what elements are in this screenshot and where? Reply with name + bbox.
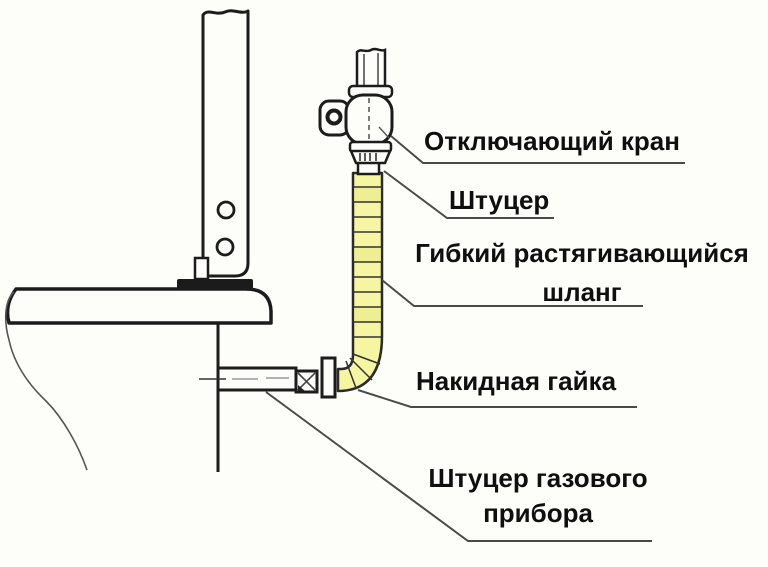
union-nut (320, 356, 337, 399)
appliance-torn-edge (4, 291, 88, 471)
label-appliance-fitting: Штуцер газового прибора (420, 461, 656, 531)
valve-handle-hole (325, 108, 343, 126)
label-fitting: Штуцер (449, 185, 550, 215)
label-appliance-fitting-line2: прибора (483, 498, 593, 528)
leader-union-nut (357, 389, 637, 408)
valve-body-shade (378, 126, 390, 139)
leader-hose (381, 279, 643, 307)
label-flexible-hose-line1: Гибкий растягивающийся (415, 238, 749, 268)
label-appliance-fitting-line1: Штуцер газового (428, 463, 648, 493)
bracket-hole-bottom (215, 237, 235, 257)
valve-top-pipe (355, 47, 387, 89)
mounting-bar (177, 279, 253, 289)
leader-fitting (383, 170, 554, 219)
valve-nut-hatch (359, 153, 377, 161)
appliance-top (5, 287, 273, 325)
bracket-foot (193, 256, 210, 281)
label-flexible-hose: Гибкий растягивающийся шланг (398, 234, 766, 312)
hose-corrugations (345, 186, 382, 389)
label-shutoff-valve: Отключающий кран (424, 126, 680, 156)
label-union-nut: Накидная гайка (416, 366, 617, 396)
pipe-end-shade (298, 385, 305, 391)
label-flexible-hose-line2: шланг (542, 277, 622, 307)
flexible-hose (336, 171, 384, 393)
bracket-hole-top (216, 200, 236, 220)
pipe-end-cross (297, 372, 316, 391)
leader-appliance-fitting (265, 391, 652, 542)
wall-bracket (201, 9, 250, 278)
leader-shutoff-valve (390, 135, 685, 164)
hose-tint-bands (354, 188, 381, 322)
